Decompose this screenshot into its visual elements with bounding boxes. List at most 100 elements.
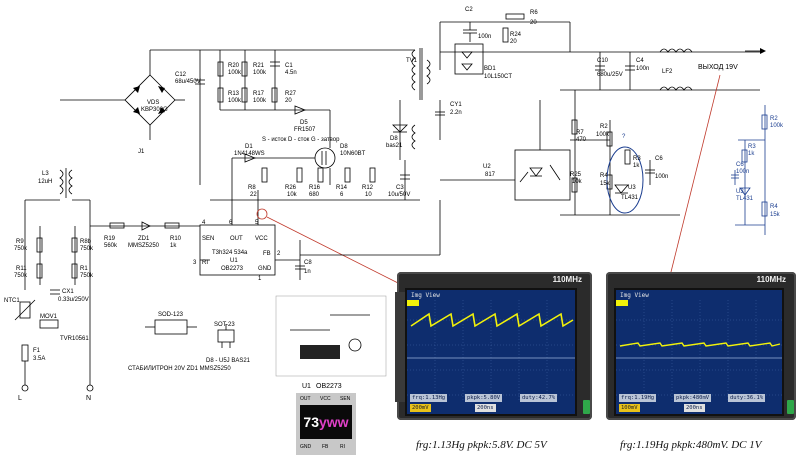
- ic-pin-num-2: 2: [277, 251, 281, 257]
- chip-pin-bot-2: FB: [322, 444, 329, 450]
- chip-photo-ref: U1: [302, 383, 311, 390]
- label-VDS-val: KBP306G: [141, 107, 168, 113]
- question-mark: ?: [622, 134, 626, 140]
- blue-label-R4-ref: R4: [770, 204, 778, 210]
- label-C10-val: 680u/25V: [597, 72, 623, 78]
- ic-pin-num-3: 3: [193, 260, 197, 266]
- label-R3-val: 1k: [633, 163, 640, 169]
- label-R14-ref: R14: [336, 185, 348, 191]
- label-R7-val: 470: [576, 137, 587, 143]
- terminal-L: L: [18, 395, 22, 402]
- label-R6-val: 20: [530, 20, 537, 26]
- scope-right-screen: Img View frq:1.19Hg pkpk:480mV duty:36.1…: [614, 288, 784, 416]
- label-CY1-ref: CY1: [450, 102, 462, 108]
- scope-left-freq: frq:1.13Hg: [410, 394, 448, 402]
- label-D1-val: 1N4148WS: [234, 151, 265, 157]
- scope-right-freq: frq:1.19Hg: [619, 394, 657, 402]
- input-filter: [14, 168, 200, 392]
- blue-label-C6-ref: C6: [736, 162, 744, 168]
- ic-u1-symbol: [199, 224, 305, 280]
- gate-drive: [210, 153, 420, 225]
- label-C3-ref: C3: [396, 185, 404, 191]
- label-R14-val: 6: [340, 192, 344, 198]
- ic-marking: T3h324 534a: [212, 250, 248, 256]
- label-R9-ref: R9: [16, 239, 24, 245]
- label-R17-val: 100k: [253, 98, 267, 104]
- label-BD1-ref: BD1: [484, 66, 496, 72]
- ic-ref: U1: [230, 258, 238, 264]
- chip-pin-bot-1: GND: [300, 444, 312, 450]
- ic-pin-num-5: 5: [255, 220, 259, 226]
- ic-pin-vcc: VCC: [255, 236, 268, 242]
- label-Q1-val: 10N60BT: [340, 151, 366, 157]
- blue-label-R3-val: 1k: [748, 151, 755, 157]
- label-F1-val: 3.5A: [33, 356, 45, 362]
- label-R19-ref: R19: [104, 236, 116, 242]
- scope-left-caption: frg:1.13Hg pkpk:5.8V. DC 5V: [416, 439, 547, 451]
- label-C6-val: 100n: [655, 174, 668, 180]
- vcc-pin-highlight: [256, 208, 268, 220]
- scope-right-duty: duty:36.1%: [728, 394, 766, 402]
- scope-right-time: 200ns: [684, 404, 705, 412]
- label-R24-ref: R24: [510, 32, 522, 38]
- label-C10-ref: C10: [597, 58, 609, 64]
- label-CY1-val: 2.2n: [450, 110, 462, 116]
- scope-right-button: [787, 400, 794, 414]
- label-U2-val: 817: [485, 172, 496, 178]
- label-C2-val: 100n: [478, 34, 491, 40]
- label-R24-val: 20: [510, 39, 517, 45]
- scope-right-trace: [619, 342, 781, 347]
- label-D8-val: bas21: [386, 143, 403, 149]
- terminal-N: N: [86, 395, 91, 402]
- label-CX1-ref: CX1: [62, 289, 74, 295]
- scope-left-screen: Img View frq:1.13Hg pkpk:5.80V duty:42.7…: [405, 288, 577, 416]
- scope-left-title: Img View: [411, 292, 440, 299]
- label-J1: J1: [138, 149, 145, 155]
- label-R11-ref: R11: [16, 266, 27, 272]
- scope-left-ch: 200mV: [410, 404, 431, 412]
- scope-left-trace: [410, 312, 574, 328]
- label-R11-val: 750k: [14, 273, 28, 279]
- label-R8b-ref: R8b: [80, 239, 92, 245]
- label-D1-ref: D1: [245, 144, 253, 150]
- scope-right-pkpk: pkpk:480mV: [674, 394, 712, 402]
- label-R2-ref: R2: [600, 124, 608, 130]
- ic-pin-num-6: 6: [229, 220, 233, 226]
- label-R20-ref: R20: [228, 63, 240, 69]
- scope-right-ch-marker: [616, 300, 628, 306]
- label-R3-ref: R3: [633, 156, 641, 162]
- scope-left: 110MHz Img View frq:1.13Hg pkpk:5.80V du…: [395, 272, 592, 420]
- label-R1-val: 750k: [80, 273, 94, 279]
- label-C2-ref: C2: [465, 7, 473, 13]
- label-C6-ref: C6: [655, 156, 663, 162]
- output-arrow-head: [760, 48, 766, 54]
- label-MOV1-val: TVR10561: [60, 336, 89, 342]
- label-U3-val: TL431: [621, 195, 639, 201]
- scope-right-caption: frg:1.19Hg pkpk:480mV. DC 1V: [620, 439, 762, 451]
- label-R2-val: 100k: [596, 132, 610, 138]
- ic-pin-num-1: 1: [258, 276, 262, 282]
- label-C8-val: 1n: [304, 269, 311, 275]
- label-R10-val: 1k: [170, 243, 177, 249]
- blue-label-R4-val: 15k: [770, 212, 781, 218]
- label-R26-val: 10k: [287, 192, 298, 198]
- label-R27-ref: R27: [285, 91, 297, 97]
- package-inset: [145, 295, 387, 377]
- chip-photo-part: OB2273: [316, 383, 342, 390]
- scope-right-trace-area: [616, 300, 782, 400]
- label-R4-ref: R4: [600, 173, 608, 179]
- label-R19-val: 560k: [104, 243, 118, 249]
- label-ZD1-ref: ZD1: [138, 236, 150, 242]
- label-R10-ref: R10: [170, 236, 182, 242]
- output-label: ВЫХОД 19V: [698, 64, 738, 71]
- scope-right-ch: 100mV: [619, 404, 640, 412]
- tl431-feedback: [606, 120, 655, 215]
- label-R8-ref: R8: [248, 185, 256, 191]
- label-C8-ref: C8: [304, 260, 312, 266]
- arrow-to-scope-right: [669, 74, 721, 277]
- ic-pin-gnd: GND: [258, 266, 272, 272]
- label-L3-ref: L3: [42, 171, 49, 177]
- label-D5-ref: D5: [300, 120, 308, 126]
- scope-left-ch-marker: [407, 300, 419, 306]
